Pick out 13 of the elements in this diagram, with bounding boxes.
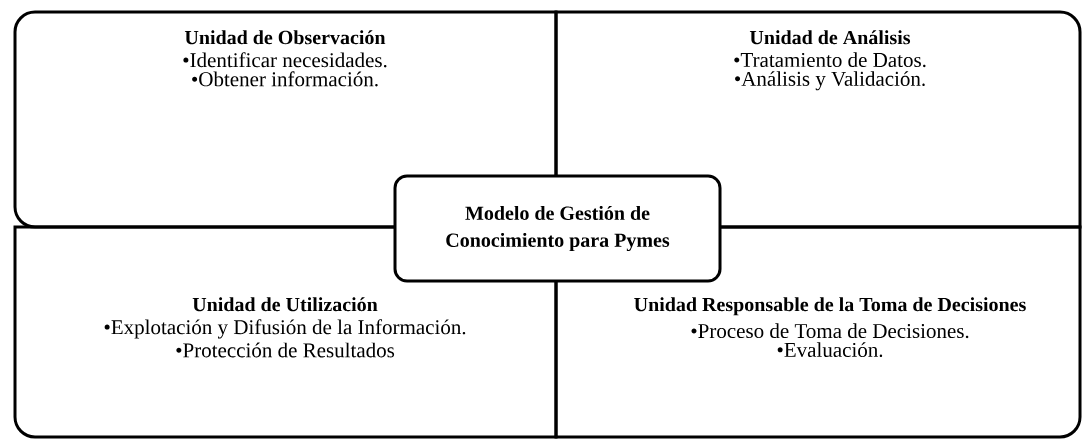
panel-heading: Unidad de Utilización <box>192 297 378 312</box>
bullet-item: •Análisis y Validación. <box>735 71 925 91</box>
bullet-item: •Obtener información. <box>192 71 378 87</box>
bullet-item: •Proceso de Toma de Decisiones. <box>691 323 969 339</box>
panel-heading: Unidad de Análisis <box>749 30 911 45</box>
bullet-item: •Tratamiento de Datos. <box>734 52 926 68</box>
center-box: Modelo de Gestión de Conocimiento para Pymes <box>393 174 722 283</box>
bullet-item: •Identificar necesidades. <box>183 52 387 68</box>
bullet-item: •Evaluación. <box>777 342 883 358</box>
panel-heading: Unidad Responsable de la Toma de Decisiones <box>634 297 1026 316</box>
bullet-item: •Protección de Resultados <box>176 342 395 358</box>
panel-heading: Unidad de Observación <box>184 30 386 45</box>
bullet-item: •Explotación y Difusión de la Información. <box>104 319 466 339</box>
